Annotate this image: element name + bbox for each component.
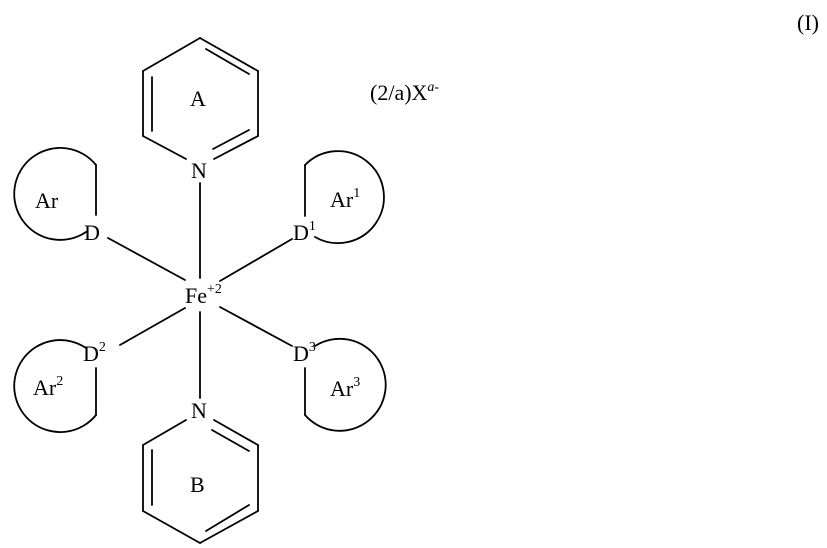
equation-number: (I) bbox=[797, 10, 819, 35]
ring-label-b: B bbox=[190, 472, 205, 497]
aryl-label: Ar bbox=[35, 188, 59, 213]
donor-3-label: D3 bbox=[293, 340, 316, 366]
metal-center: Fe+2 bbox=[185, 282, 222, 308]
donor-label: D bbox=[84, 220, 100, 245]
counter-ion: (2/a)Xa- bbox=[370, 80, 439, 105]
aryl-2-label: Ar2 bbox=[33, 374, 63, 400]
aryl-3-label: Ar3 bbox=[330, 375, 360, 401]
nitrogen-b: N bbox=[191, 398, 207, 423]
ring-label-a: A bbox=[190, 86, 206, 111]
donor-1-label: D1 bbox=[293, 219, 316, 245]
nitrogen-a: N bbox=[191, 158, 207, 183]
donor-2-label: D2 bbox=[83, 340, 106, 366]
aryl-1-label: Ar1 bbox=[330, 186, 360, 212]
